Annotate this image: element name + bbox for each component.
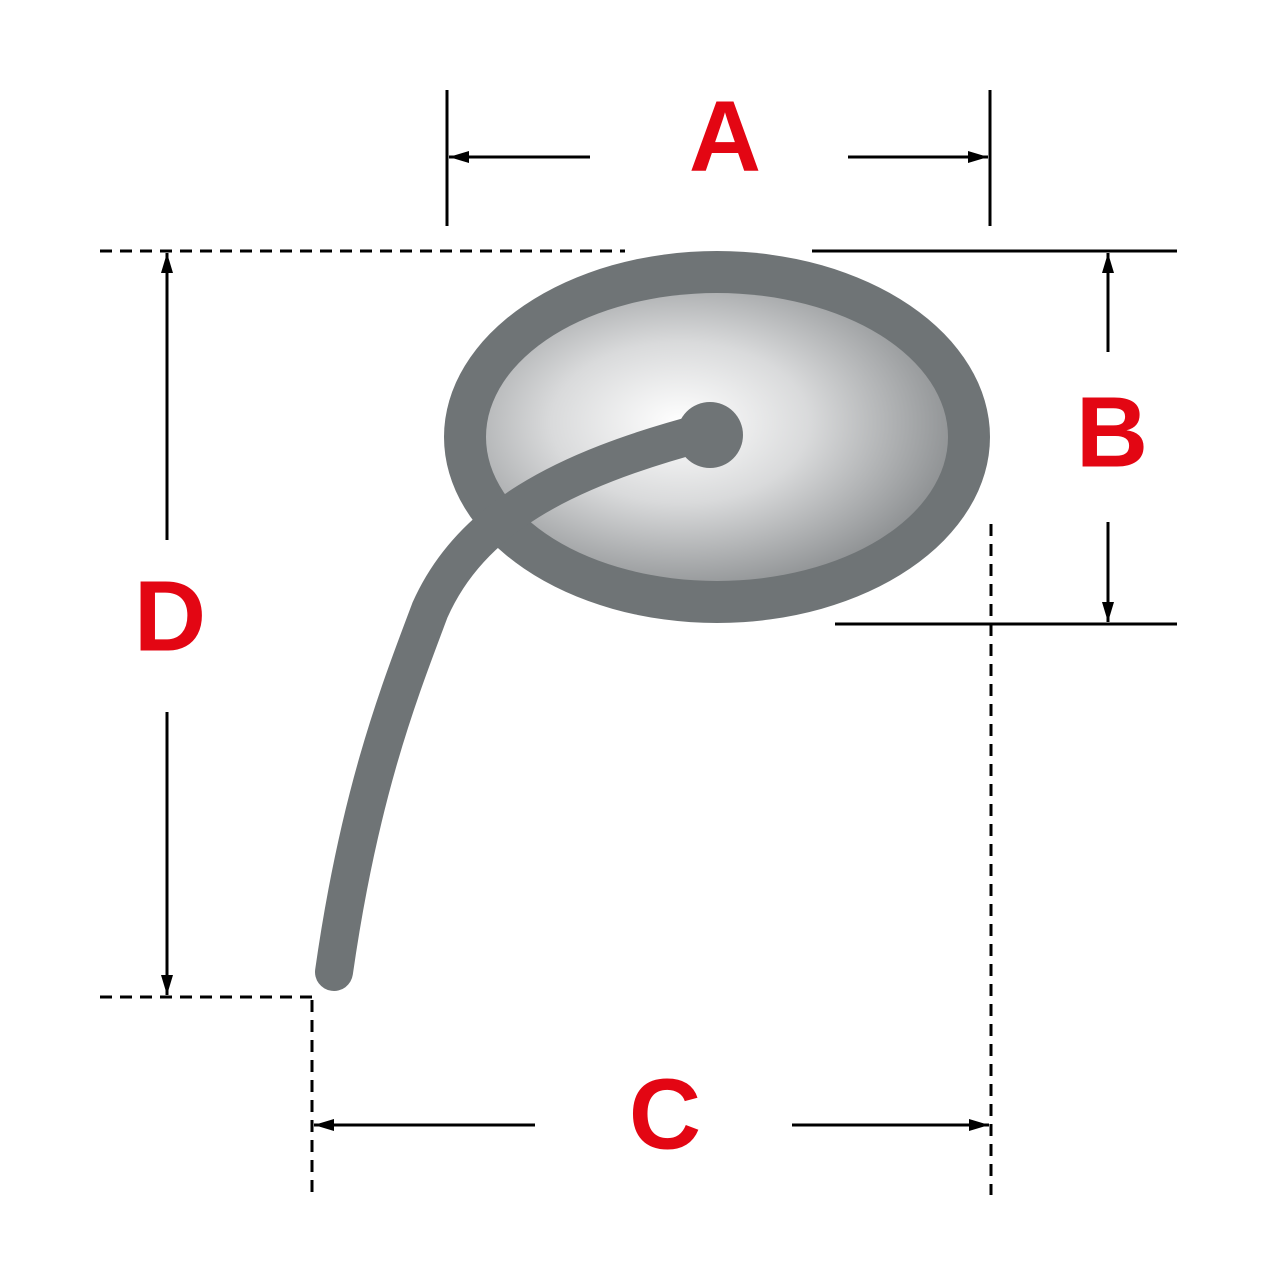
label-b: B xyxy=(1076,376,1148,488)
label-a: A xyxy=(689,80,761,192)
dimension-c xyxy=(310,524,993,1195)
dimension-d xyxy=(100,249,625,999)
dimension-a xyxy=(445,90,992,226)
mirror-stem xyxy=(315,413,724,991)
mirror-pivot-knob xyxy=(677,402,743,468)
label-c: C xyxy=(629,1058,701,1170)
label-d: D xyxy=(134,560,206,672)
mirror xyxy=(315,251,990,991)
dimension-b xyxy=(812,249,1177,626)
